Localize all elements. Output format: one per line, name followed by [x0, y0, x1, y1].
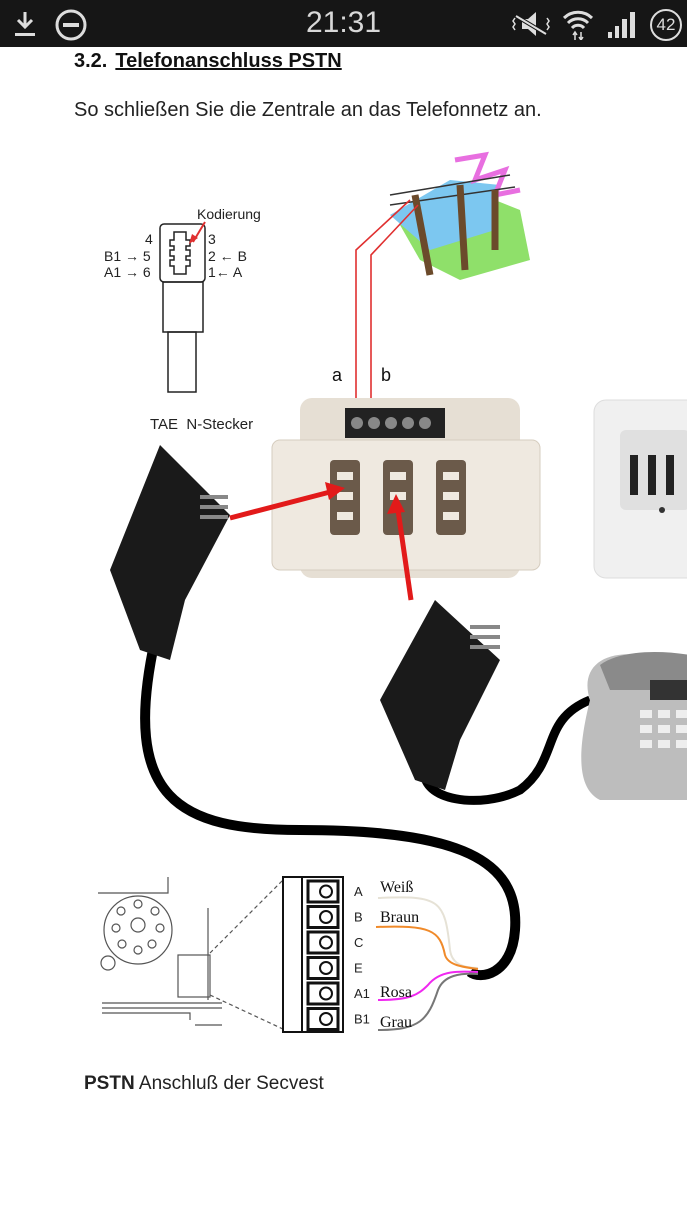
figure-caption: PSTN Anschluß der Secvest: [84, 1073, 324, 1095]
terminal-label: A: [354, 884, 363, 899]
wire-color-braun: Braun: [380, 909, 419, 926]
pin-1: 1← A: [208, 264, 243, 280]
tae-socket-box: [271, 398, 541, 578]
wire-color-weiss: Weiß: [380, 879, 413, 896]
wire-lines: [355, 199, 419, 408]
screw-head: [319, 1012, 333, 1026]
section-title: Telefonanschluss PSTN: [115, 50, 342, 72]
telephone: [581, 652, 687, 800]
pin-6: A1 → 6: [104, 264, 151, 280]
wire-color-rosa: Rosa: [380, 984, 412, 1001]
terminal-screw: [306, 1007, 340, 1031]
terminal-block: [282, 876, 344, 1033]
do-not-disturb-icon: [55, 9, 87, 41]
terminal-label: B1: [354, 1012, 370, 1027]
secvest-board-schematic: [98, 877, 286, 1031]
coding-label: Kodierung: [197, 206, 261, 222]
terminal-label: A1: [354, 986, 370, 1001]
caption-text: Anschluß der Secvest: [134, 1073, 324, 1094]
pstn-wiring-figure: a b Kodierung 4 3 B1 → 5 2 ← B A1 → 6 1←…: [98, 151, 687, 1033]
wire-b-label: b: [381, 365, 391, 385]
terminal-label: C: [354, 935, 363, 950]
clock: 21:31: [305, 6, 382, 39]
screw-head: [319, 961, 333, 975]
pin-2: 2 ← B: [208, 248, 247, 264]
section-heading: 3.2. Telefonanschluss PSTN: [74, 50, 342, 73]
intro-text: So schließen Sie die Zentrale an das Tel…: [74, 99, 542, 121]
battery-icon: 42: [650, 9, 682, 41]
vibrate-mute-icon: [512, 12, 550, 36]
telephone-poles-illustration: [389, 151, 530, 280]
terminal-screw: [306, 956, 340, 980]
screw-head: [319, 935, 333, 950]
tae-plug-left: [110, 445, 230, 660]
wall-socket: [593, 399, 687, 579]
screw-head: [319, 986, 333, 1001]
wire-a-label: a: [332, 365, 343, 385]
terminal-label: E: [354, 961, 363, 976]
pin-4: 4: [145, 231, 153, 247]
caption-bold: PSTN: [84, 1073, 135, 1094]
status-bar: 21:31 42: [0, 0, 687, 47]
signal-icon: [608, 12, 635, 38]
wifi-icon: [562, 10, 594, 40]
screw-head: [319, 884, 333, 899]
wire-color-grau: Grau: [380, 1014, 412, 1031]
terminal-screw: [306, 879, 340, 904]
tae-plug-right: [380, 600, 500, 790]
download-icon: [15, 12, 35, 36]
terminal-screw: [306, 930, 340, 955]
section-number: 3.2.: [74, 50, 108, 72]
terminal-screw: [306, 981, 340, 1006]
pin-5: B1 → 5: [104, 248, 151, 264]
terminal-screw: [306, 905, 340, 929]
plug-label: TAE N-Stecker: [150, 416, 253, 433]
pin-3: 3: [208, 231, 216, 247]
tae-plug-schematic: [159, 223, 206, 393]
cable-left: [140, 638, 521, 981]
terminal-label: B: [354, 910, 363, 925]
cable-right: [420, 695, 592, 805]
screw-head: [319, 910, 333, 924]
